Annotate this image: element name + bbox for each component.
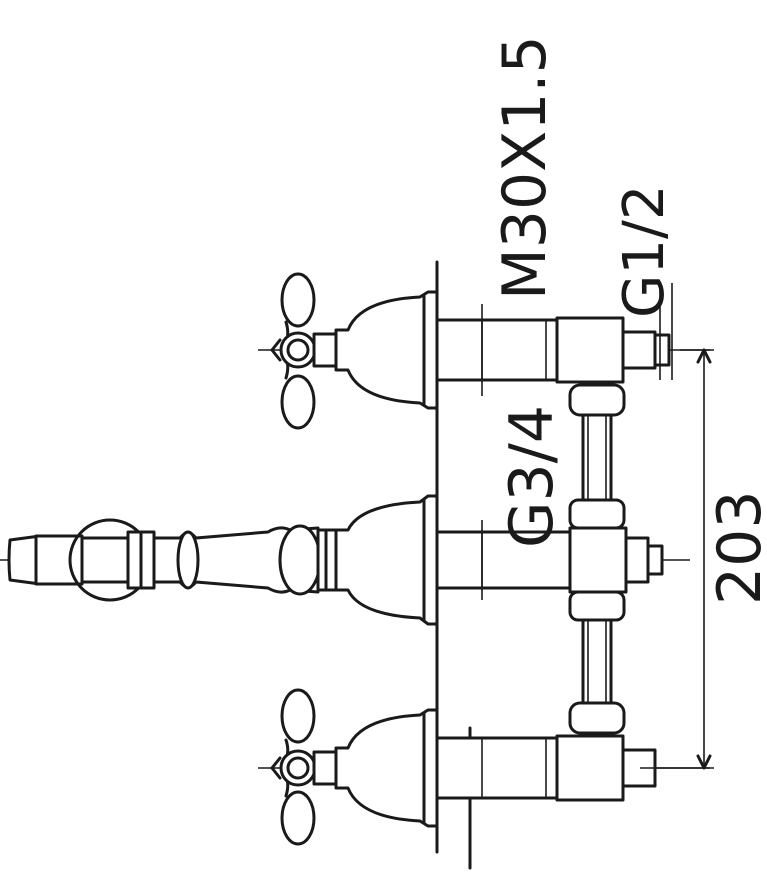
label-g1-2: G1/2 [612, 184, 677, 318]
centre-spout [7, 494, 572, 626]
top-valve [270, 272, 671, 430]
label-g3-4: G3/4 [497, 405, 567, 548]
dimension-lines [481, 283, 714, 770]
label-m30x1-5: M30X1.5 [490, 35, 560, 300]
label-dimension-203: 203 [705, 490, 767, 605]
connecting-pipes [568, 383, 664, 735]
bottom-cross-handle [270, 688, 338, 846]
top-cross-handle [270, 272, 338, 430]
bottom-valve [270, 688, 657, 846]
